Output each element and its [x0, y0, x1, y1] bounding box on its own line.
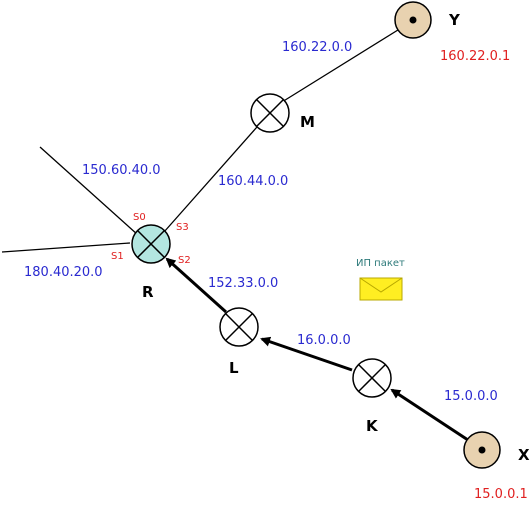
- interface-label-s3: S3: [176, 222, 189, 233]
- node-label-m: M: [300, 113, 315, 131]
- node-label-l: L: [229, 359, 239, 377]
- router-r: [131, 224, 171, 264]
- network-label-y-m: 160.22.0.0: [282, 40, 352, 55]
- host-address-x: 15.0.0.1: [474, 487, 528, 502]
- network-label-m-r: 160.44.0.0: [218, 174, 288, 189]
- envelope-flap: [359, 277, 403, 293]
- network-label-k-x: 15.0.0.0: [444, 389, 498, 404]
- host-address-y: 160.22.0.1: [440, 49, 510, 64]
- router-l: [219, 307, 259, 347]
- router-cross-line: [256, 99, 284, 127]
- link-r-s1: [1, 242, 131, 253]
- link-y-m: [281, 24, 407, 103]
- envelope-body: [359, 277, 403, 301]
- interface-label-s2: S2: [178, 255, 191, 266]
- route-arrow-k-l: [260, 336, 353, 372]
- router-cross-line: [358, 364, 386, 392]
- interface-label-s1: S1: [111, 251, 124, 262]
- router-k: [352, 358, 392, 398]
- network-label-l-k: 16.0.0.0: [297, 333, 351, 348]
- network-label-r-s0: 150.60.40.0: [82, 163, 161, 178]
- route-arrow-l-r: [165, 257, 228, 314]
- packet-label: ИП пакет: [356, 258, 405, 269]
- link-m-r: [163, 126, 258, 233]
- route-arrow-x-k: [390, 388, 469, 442]
- host-center-dot: [409, 16, 417, 24]
- link-r-s0: [39, 146, 139, 236]
- node-label-k: K: [366, 417, 379, 435]
- network-label-r-l: 152.33.0.0: [208, 276, 278, 291]
- router-cross-line: [137, 230, 165, 258]
- interface-label-s0: S0: [133, 212, 146, 223]
- router-cross-line: [225, 313, 253, 341]
- network-label-r-s1: 180.40.20.0: [24, 265, 103, 280]
- host-x: [463, 431, 501, 469]
- host-center-dot: [478, 446, 486, 454]
- node-label-r: R: [142, 283, 154, 301]
- node-label-x: X: [518, 446, 530, 464]
- node-label-y: Y: [448, 11, 461, 29]
- envelope-icon: [359, 277, 403, 301]
- host-y: [394, 1, 432, 39]
- router-m: [250, 93, 290, 133]
